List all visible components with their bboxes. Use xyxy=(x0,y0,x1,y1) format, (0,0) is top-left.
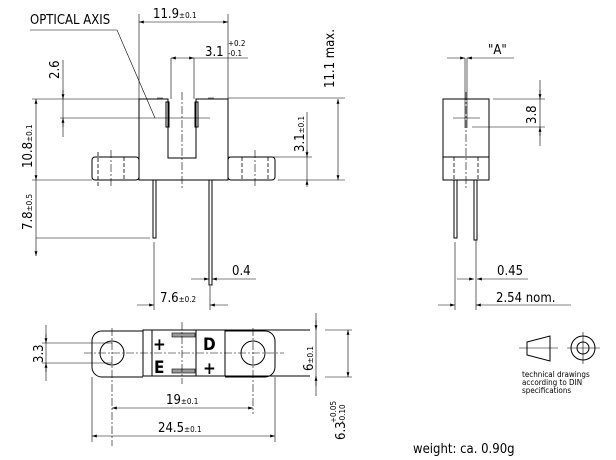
pin-right xyxy=(208,179,213,286)
mark-emitter: E xyxy=(154,358,164,378)
cone-icon xyxy=(526,335,551,362)
dim-hole-dia: 3.3 xyxy=(32,344,47,363)
dim-pin-width: 0.4 xyxy=(232,264,251,279)
sensor-body xyxy=(138,98,229,181)
dim-axis-height: 2.6 xyxy=(48,60,63,79)
side-view: "A" 3.8 0.45 2.54 nom. xyxy=(438,43,571,310)
optical-axis-label: OPTICAL AXIS xyxy=(30,13,110,28)
dim-hole-pitch: 19±0.1 xyxy=(166,393,198,408)
tab-width-tol-plus: +0.05 xyxy=(329,401,338,423)
dim-side-pin-width: 0.45 xyxy=(497,264,523,279)
dim-height-max: 11.1 max. xyxy=(323,29,338,88)
mark-plus-emitter: + xyxy=(153,335,166,355)
front-view: OPTICAL AXIS 11.9±0.1 3.1 +0.2 -0.1 11.1… xyxy=(21,7,345,310)
dim-body-height: 10.8±0.1 xyxy=(21,124,36,168)
slot-tol-minus: -0.1 xyxy=(228,49,242,58)
tab-width-tol-minus: -0.10 xyxy=(338,404,347,423)
projection-circle-icon xyxy=(570,335,596,361)
dim-flange-height: 3.1±0.1 xyxy=(293,116,308,152)
mark-plus-detector: + xyxy=(203,359,216,379)
dim-pin-length: 7.8±0.5 xyxy=(21,194,36,230)
bottom-view: + E D + 3.3 6±0.1 6.3 +0.05 -0.10 19±0.1… xyxy=(32,313,352,446)
dim-pin-pitch: 7.6±0.2 xyxy=(160,291,196,306)
dim-slot: 3.1 xyxy=(205,45,224,60)
left-flange xyxy=(91,156,140,181)
weight-label: weight: ca. 0.90g xyxy=(413,442,515,457)
dim-width: 11.9±0.1 xyxy=(153,7,197,22)
din-note-line-3: specifications xyxy=(522,386,571,395)
din-note-line-1: technical drawings xyxy=(522,370,590,379)
slot-tol-plus: +0.2 xyxy=(228,39,245,48)
mark-detector: D xyxy=(203,335,216,355)
dim-side-axis-height: 3.8 xyxy=(525,105,540,124)
projection-symbol: technical drawings according to DIN spec… xyxy=(519,332,600,395)
dim-body-width: 6±0.1 xyxy=(302,346,317,371)
pin-left xyxy=(152,179,157,239)
dim-side-pin-pitch: 2.54 nom. xyxy=(496,291,555,306)
dim-aperture: "A" xyxy=(488,43,507,58)
dim-tab-width: 6.3 xyxy=(334,421,349,440)
din-note-line-2: according to DIN xyxy=(522,378,582,387)
dim-total-length: 24.5±0.1 xyxy=(158,421,202,436)
